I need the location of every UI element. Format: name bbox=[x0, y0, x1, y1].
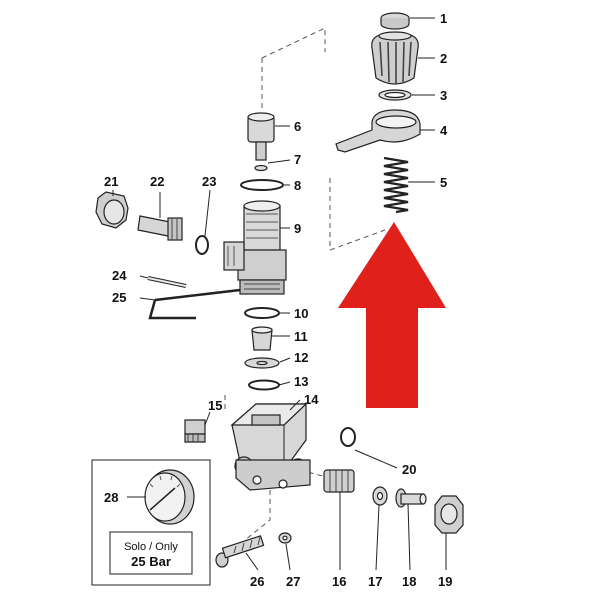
gauge-icon bbox=[144, 469, 195, 525]
part-23-gasket bbox=[195, 235, 209, 255]
part-20-gasket bbox=[340, 427, 356, 447]
callout-25: 25 bbox=[112, 290, 126, 305]
part-24-pin bbox=[147, 276, 187, 288]
up-arrow-icon bbox=[338, 222, 446, 408]
callout-23: 23 bbox=[202, 174, 216, 189]
gauge-box-label: Solo / Only 25 Bar bbox=[124, 541, 178, 569]
part-25-clip bbox=[148, 288, 241, 320]
part-5-spring bbox=[383, 156, 409, 214]
part-28-gauge-frame bbox=[91, 459, 211, 586]
callout-4: 4 bbox=[440, 123, 448, 138]
part-2-knob bbox=[371, 31, 419, 85]
callout-numbers: 1 2 3 4 5 6 7 8 9 10 11 12 13 14 15 16 1… bbox=[104, 11, 452, 589]
callout-21: 21 bbox=[104, 174, 118, 189]
part-26-screw bbox=[215, 535, 265, 568]
callout-7: 7 bbox=[294, 152, 301, 167]
callout-15: 15 bbox=[208, 398, 222, 413]
callout-22: 22 bbox=[150, 174, 164, 189]
callout-10: 10 bbox=[294, 306, 308, 321]
part-1-cap bbox=[380, 12, 410, 30]
callout-17: 17 bbox=[368, 574, 382, 589]
part-10-oring bbox=[244, 307, 280, 319]
callout-19: 19 bbox=[438, 574, 452, 589]
part-9-valve-body bbox=[223, 200, 287, 295]
part-4-lever bbox=[335, 109, 421, 153]
callout-28: 28 bbox=[104, 490, 118, 505]
callout-3: 3 bbox=[440, 88, 447, 103]
assembly-guide-lines bbox=[224, 27, 386, 541]
callout-13: 13 bbox=[294, 374, 308, 389]
part-18-nipple bbox=[395, 488, 427, 508]
part-14-base-block bbox=[230, 403, 311, 491]
callout-6: 6 bbox=[294, 119, 301, 134]
callout-2: 2 bbox=[440, 51, 447, 66]
part-11-seat bbox=[251, 326, 273, 351]
part-21-nut bbox=[95, 191, 129, 229]
part-13-oring bbox=[248, 379, 280, 391]
callout-9: 9 bbox=[294, 221, 301, 236]
part-8-oring bbox=[240, 179, 284, 191]
callout-16: 16 bbox=[332, 574, 346, 589]
gauge-box-line-1: Solo / Only bbox=[124, 541, 178, 553]
callout-20: 20 bbox=[402, 462, 416, 477]
part-3-ring bbox=[378, 89, 412, 101]
callout-5: 5 bbox=[440, 175, 447, 190]
callout-24: 24 bbox=[112, 268, 127, 283]
part-17-washer bbox=[372, 486, 388, 506]
part-12-washer bbox=[244, 357, 280, 369]
callout-18: 18 bbox=[402, 574, 416, 589]
part-15-plug bbox=[184, 419, 206, 443]
callout-8: 8 bbox=[294, 178, 301, 193]
callout-1: 1 bbox=[440, 11, 447, 26]
callout-14: 14 bbox=[304, 392, 319, 407]
part-6-stem bbox=[247, 112, 275, 161]
callout-26: 26 bbox=[250, 574, 264, 589]
callout-27: 27 bbox=[286, 574, 300, 589]
leader-lines bbox=[112, 17, 447, 571]
part-7-small-ring bbox=[254, 164, 268, 172]
part-19-nut bbox=[434, 495, 464, 534]
gauge-box-line-2: 25 Bar bbox=[131, 554, 171, 569]
callout-11: 11 bbox=[294, 329, 308, 344]
callout-12: 12 bbox=[294, 350, 308, 365]
part-27-washer bbox=[278, 532, 292, 544]
part-16-fitting bbox=[323, 469, 355, 493]
part-22-connector bbox=[137, 215, 183, 241]
